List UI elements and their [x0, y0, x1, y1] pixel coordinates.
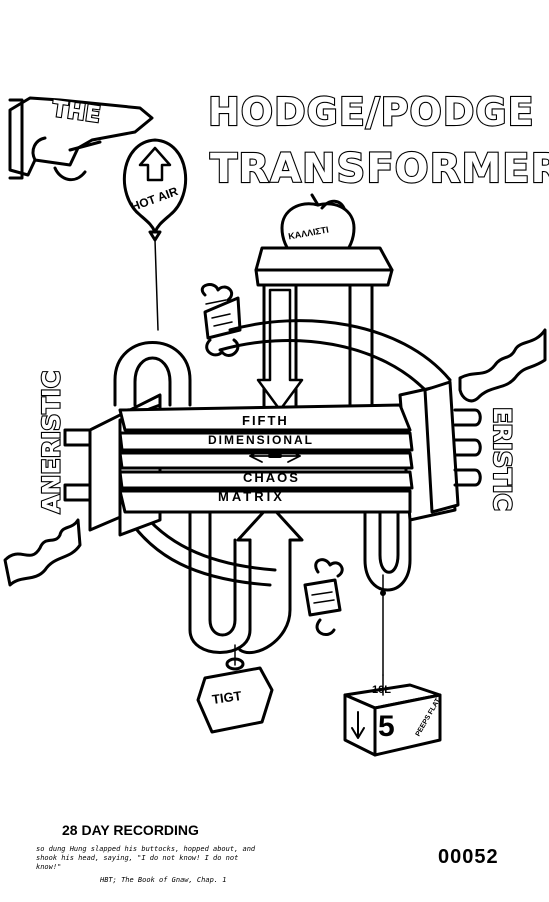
- left-u-tube: [113, 341, 192, 407]
- aneristic-label: ANERISTIC: [36, 370, 66, 515]
- right-weight-top: 10L: [372, 684, 391, 696]
- matrix-label-fifth: FIFTH: [242, 413, 289, 428]
- matrix-label-chaos: CHAOS: [243, 470, 300, 485]
- hot-air-balloon-icon: [123, 138, 187, 331]
- pedestal: [254, 246, 394, 432]
- down-arrow-icon: [256, 288, 304, 412]
- footer-number: 00052: [438, 846, 499, 868]
- pointing-hand-icon: [8, 96, 154, 182]
- lower-horn-icon: [303, 558, 344, 636]
- footer-recording: 28 DAY RECORDING: [62, 822, 199, 838]
- right-u-tube: [363, 498, 412, 592]
- left-weight-tag: [196, 657, 274, 734]
- matrix-label-matrix: MATRIX: [218, 489, 285, 504]
- footer-source: HBT; The Book of Gnaw, Chap. 1: [100, 876, 227, 884]
- title-hodge-podge: HODGE/PODGE: [207, 89, 535, 135]
- upper-horn-icon: [200, 283, 242, 357]
- right-flame-icon: [458, 328, 547, 403]
- lower-u-tube: [188, 488, 304, 655]
- eristic-label: ERISTIC: [487, 406, 517, 512]
- matrix-bars: [118, 403, 414, 514]
- left-flame-icon: [3, 518, 82, 587]
- right-weight-number: 5: [378, 710, 395, 743]
- right-weight-box: [343, 674, 442, 757]
- matrix-label-dimensional: DIMENSIONAL: [208, 433, 314, 447]
- title-transformer: TRANSFORMER: [209, 145, 549, 193]
- footer-quote: so dung Hung slapped his buttocks, hoppe…: [36, 845, 256, 871]
